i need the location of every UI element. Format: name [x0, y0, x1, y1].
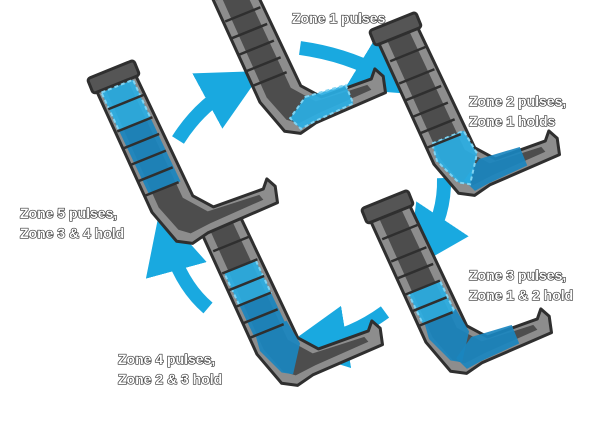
boot-band	[136, 166, 174, 183]
pulse-marker	[100, 78, 152, 133]
boot-band	[404, 279, 441, 297]
boot-band	[424, 132, 462, 150]
stage-5-label-line-1: Zone 5 pulses,	[19, 204, 118, 221]
holding-zone	[456, 324, 520, 369]
boot-band	[228, 274, 265, 292]
boot-band	[231, 22, 268, 40]
stage-2-label-line-1: Zone 2 pulses,	[468, 92, 567, 109]
boot-band	[123, 132, 160, 150]
boot-band	[224, 6, 261, 23]
boot-band	[142, 180, 180, 198]
boot-band	[390, 246, 427, 263]
boot-band	[244, 56, 282, 73]
boot-band	[238, 39, 275, 57]
stage-3-label-line-2: Zone 1 & 2 hold	[468, 286, 574, 303]
stage-2-label: Zone 2 pulses, Zone 1 holds	[468, 91, 567, 131]
compression-boot-icon	[193, 0, 393, 149]
boot-band	[398, 68, 435, 85]
compression-boot-icon	[367, 0, 567, 211]
stage-4-label-line-1: Zone 4 pulses,	[117, 350, 216, 367]
active-zone	[101, 79, 151, 131]
boot-band	[235, 291, 272, 309]
boot-band	[130, 149, 167, 167]
compression-boot-icon	[85, 27, 285, 259]
boot-band	[241, 308, 279, 325]
boot-band	[416, 310, 454, 328]
holding-zone	[464, 146, 528, 191]
stage-5-label-line-2: Zone 3 & 4 hold	[19, 224, 125, 241]
stage-1-label: Zone 1 pulses	[291, 8, 386, 28]
pulse-marker	[430, 129, 479, 186]
active-zone	[432, 130, 478, 185]
boot-band	[250, 70, 288, 88]
boot-band	[212, 235, 249, 253]
compression-boot-icon	[359, 157, 559, 389]
active-zone	[290, 84, 354, 129]
cycle-arrow-icon	[407, 177, 469, 272]
stage-4-label-line-2: Zone 2 & 3 hold	[117, 370, 223, 387]
boot-band	[247, 322, 285, 340]
compression-boot-icon	[190, 169, 390, 401]
holding-zone	[424, 308, 470, 363]
boot-band	[107, 93, 144, 111]
holding-zone	[255, 320, 301, 375]
cycle-arrow-icon	[172, 70, 263, 144]
stage-1-label-line-1: Zone 1 pulses	[291, 9, 386, 26]
stage-4-label: Zone 4 pulses, Zone 2 & 3 hold	[117, 349, 223, 389]
pulse-marker	[288, 83, 355, 131]
cycle-arrow-icon	[283, 305, 390, 369]
stage-5-label: Zone 5 pulses, Zone 3 & 4 hold	[19, 203, 125, 243]
boot-band	[397, 262, 434, 280]
stage-2-label-line-2: Zone 1 holds	[468, 112, 556, 129]
boot-band	[410, 296, 448, 313]
boot-band	[412, 101, 449, 119]
boot-band	[381, 223, 418, 241]
stage-3-label: Zone 3 pulses, Zone 1 & 2 hold	[468, 265, 574, 305]
cycle-arrow-icon	[145, 209, 213, 314]
boot-band	[405, 84, 442, 102]
stage-3-label-line-1: Zone 3 pulses,	[468, 266, 567, 283]
boot-band	[418, 118, 456, 135]
boot-band	[221, 258, 258, 275]
boot-band	[116, 116, 153, 133]
boot-band	[389, 45, 426, 63]
